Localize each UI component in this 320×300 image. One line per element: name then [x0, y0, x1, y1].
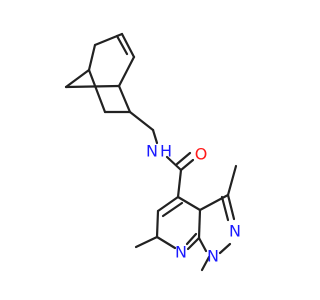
bond: [161, 201, 184, 218]
bond: [175, 151, 192, 166]
bond: [87, 43, 97, 72]
carbonyl-oxygen-label: O: [195, 145, 208, 164]
bond: [176, 168, 183, 199]
chemical-structure-diagram: N H O N N N: [64, 32, 241, 272]
bond: [93, 32, 124, 47]
bond: [218, 242, 232, 255]
bond: [64, 84, 121, 89]
pyridine-nitrogen-label: N: [175, 243, 187, 262]
bond: [176, 195, 202, 212]
bond: [226, 164, 238, 197]
bond: [179, 158, 195, 172]
bond: [151, 128, 159, 145]
bond: [115, 34, 129, 56]
bond: [117, 84, 132, 114]
amide-nitrogen-label: N H: [146, 142, 172, 161]
bond: [117, 55, 136, 88]
bond: [186, 236, 201, 251]
bonds: [64, 32, 238, 272]
amide-nitrogen-symbol: N: [146, 142, 158, 161]
bond: [120, 32, 136, 59]
bond: [155, 209, 160, 239]
bond: [87, 68, 107, 114]
bond: [134, 235, 159, 249]
bond: [156, 195, 180, 213]
structure-canvas: N H O N N N: [64, 32, 241, 272]
bond: [200, 255, 211, 272]
bond: [165, 155, 183, 172]
bond: [198, 193, 230, 212]
bond: [197, 236, 208, 253]
bond: [197, 208, 202, 240]
atom-labels: N H O N N N: [146, 142, 241, 266]
pyrazole-nitrogen-1-label: N: [207, 247, 219, 266]
bond: [185, 232, 198, 246]
amide-hydrogen-symbol: H: [160, 142, 172, 161]
bond: [155, 235, 177, 250]
bond: [64, 68, 91, 89]
pyrazole-nitrogen-2-label: N: [229, 222, 241, 241]
bond: [220, 195, 230, 222]
bond: [128, 110, 155, 132]
bond: [226, 193, 236, 221]
